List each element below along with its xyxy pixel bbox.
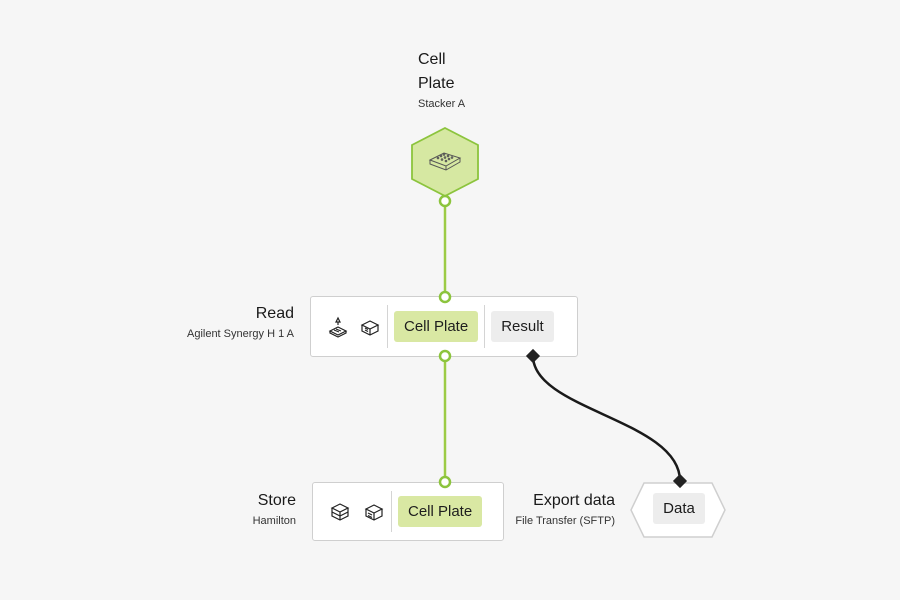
store-node-divider: [391, 491, 392, 532]
stack-icon: [330, 502, 350, 521]
start-node-hexagon[interactable]: [410, 126, 480, 198]
export-input-port[interactable]: [672, 473, 688, 489]
edge-result-to-data: [531, 355, 682, 482]
store-node-title: Store: [257, 492, 296, 509]
storage-icon: [364, 503, 384, 521]
read-output-chip[interactable]: Result: [491, 311, 554, 342]
result-output-port[interactable]: [525, 348, 541, 364]
read-input-port[interactable]: [438, 290, 452, 304]
export-node-subtitle: File Transfer (SFTP): [515, 515, 615, 527]
store-node-label: Store Hamilton: [196, 489, 296, 529]
store-input-port[interactable]: [438, 475, 452, 489]
read-node-subtitle: Agilent Synergy H 1 A: [186, 328, 294, 340]
export-data-chip[interactable]: Data: [653, 493, 705, 524]
start-node-label: Cell Plate Stacker A: [418, 48, 465, 112]
start-output-port[interactable]: [438, 194, 452, 208]
plate-reader-icon: [360, 319, 380, 336]
start-node-title-line2: Plate: [418, 75, 455, 92]
start-node-title-line1: Cell: [418, 51, 446, 68]
store-input-chip[interactable]: Cell Plate: [398, 496, 483, 527]
export-node-label: Export data File Transfer (SFTP): [480, 489, 615, 529]
start-node-subtitle: Stacker A: [418, 98, 466, 110]
read-node-divider: [387, 305, 388, 348]
read-input-chip[interactable]: Cell Plate: [394, 311, 479, 342]
reader-icon: [328, 316, 348, 338]
store-node[interactable]: Cell Plate: [312, 482, 504, 541]
store-node-subtitle: Hamilton: [252, 515, 296, 527]
read-node-label: Read Agilent Synergy H 1 A: [140, 302, 294, 342]
read-node-title: Read: [255, 305, 294, 322]
read-output-port[interactable]: [438, 349, 452, 363]
plate-icon: [428, 152, 462, 171]
read-node-divider-2: [484, 305, 486, 348]
export-node-title: Export data: [533, 492, 615, 509]
